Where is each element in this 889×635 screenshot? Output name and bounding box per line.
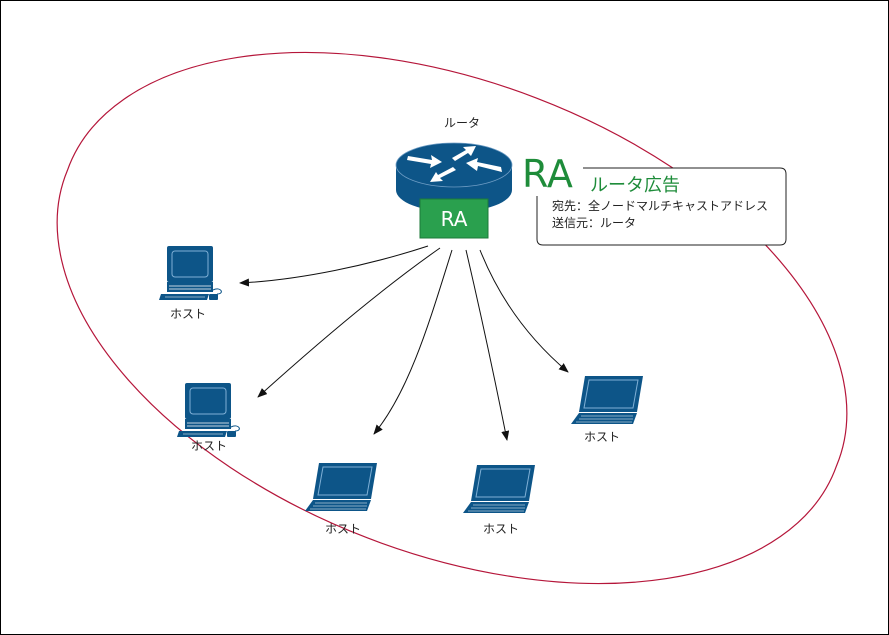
ra-packet-label: RA	[522, 152, 573, 196]
ra-arrows	[239, 245, 569, 441]
router-ra-badge	[419, 198, 489, 239]
arrow-to-host-5	[479, 249, 569, 373]
ra-callout: RA ルータ広告 宛先：全ノードマルチキャストアドレス 送信元：ルータ	[522, 152, 787, 246]
host-5[interactable]: ホスト	[570, 375, 644, 444]
host-label: ホスト	[170, 307, 206, 321]
router-label: ルータ	[444, 116, 480, 130]
router-ra-badge-text: RA	[441, 207, 468, 231]
router[interactable]: ルータ RA	[395, 116, 513, 239]
callout-title: ルータ広告	[590, 175, 680, 196]
arrow-to-host-2	[257, 247, 441, 398]
callout-source: 送信元：ルータ	[552, 215, 636, 230]
arrow-to-host-3	[373, 249, 453, 435]
router-arrows-icon	[407, 146, 502, 182]
host-1[interactable]: ホスト	[158, 245, 222, 321]
desktop-icon	[158, 245, 222, 301]
arrow-to-host-1	[239, 245, 429, 287]
host-label: ホスト	[483, 522, 519, 536]
host-2[interactable]: ホスト	[176, 382, 240, 453]
desktop-icon	[176, 382, 240, 438]
host-3[interactable]: ホスト	[304, 462, 378, 536]
host-label: ホスト	[325, 522, 361, 536]
host-label: ホスト	[584, 430, 620, 444]
arrow-to-host-4	[465, 249, 510, 441]
host-label: ホスト	[191, 439, 227, 453]
host-4[interactable]: ホスト	[462, 464, 536, 536]
callout-destination: 宛先：全ノードマルチキャストアドレス	[552, 198, 768, 213]
